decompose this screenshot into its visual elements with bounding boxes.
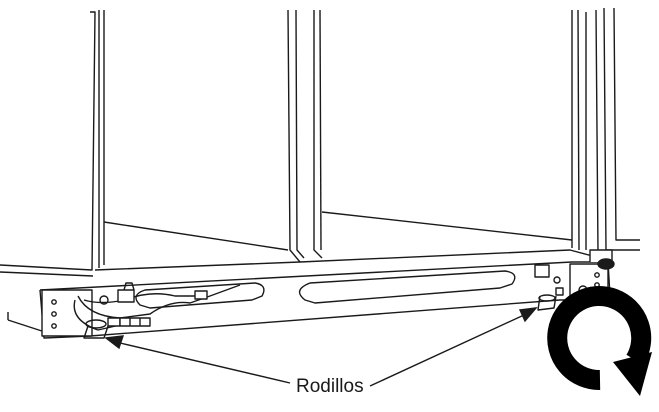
kickplate-top [94,249,601,271]
center-vent-slot [298,270,516,304]
left-door [98,9,305,268]
callout-arrowhead-left [104,335,125,350]
right-door [313,9,580,259]
callout-label: Rodillos [296,376,364,397]
wiring-harness [73,282,241,331]
clockwise-rotation-arrow-icon [547,286,652,396]
left-vent-slot [135,282,265,309]
callout-arrowhead-right [518,307,538,323]
callout-leader-left [119,342,291,384]
right-side-wall [585,7,640,253]
right-roller [537,294,557,311]
refrigerator-body [0,7,640,339]
callout-leader-right [369,314,525,387]
callout-arrows [104,307,538,387]
left-bracket [41,289,93,337]
left-side-wall [0,11,96,271]
